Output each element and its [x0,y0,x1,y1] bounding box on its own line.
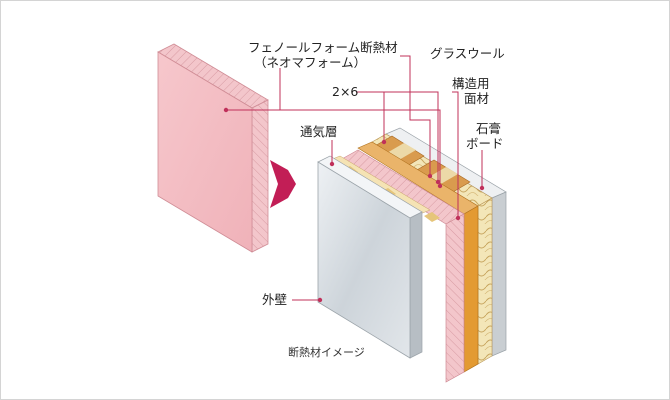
gypsum-board-label-line1: 石膏 [476,121,501,136]
leader-dots [223,107,485,303]
wall-assembly [317,127,507,383]
glass-wool-label: グラスウール [430,46,505,61]
air-layer-label: 通気層 [300,124,338,139]
insulation-label-line2: （ネオマフォーム） [254,55,366,70]
structural-sheathing-label-line1: 構造用 [452,76,490,91]
two-by-six-label: 2×6 [332,84,358,99]
insulation-label-line1: フェノールフォーム断熱材 [248,40,398,55]
leader-lines [226,55,483,301]
diagram-labels: フェノールフォーム断熱材 （ネオマフォーム） グラスウール 2×6 構造用 面材… [248,40,505,359]
gypsum-board-label-line2: ボード [466,136,504,151]
exterior-siding-layer [317,155,423,359]
insulation-panel [157,43,269,253]
outer-wall-label: 外壁 [262,292,287,307]
structural-sheathing-label-line2: 面材 [464,91,489,106]
foam-insulation-layer [339,149,465,383]
image-caption: 断熱材イメージ [288,345,365,359]
chevron-right-arrow-icon [270,160,296,208]
